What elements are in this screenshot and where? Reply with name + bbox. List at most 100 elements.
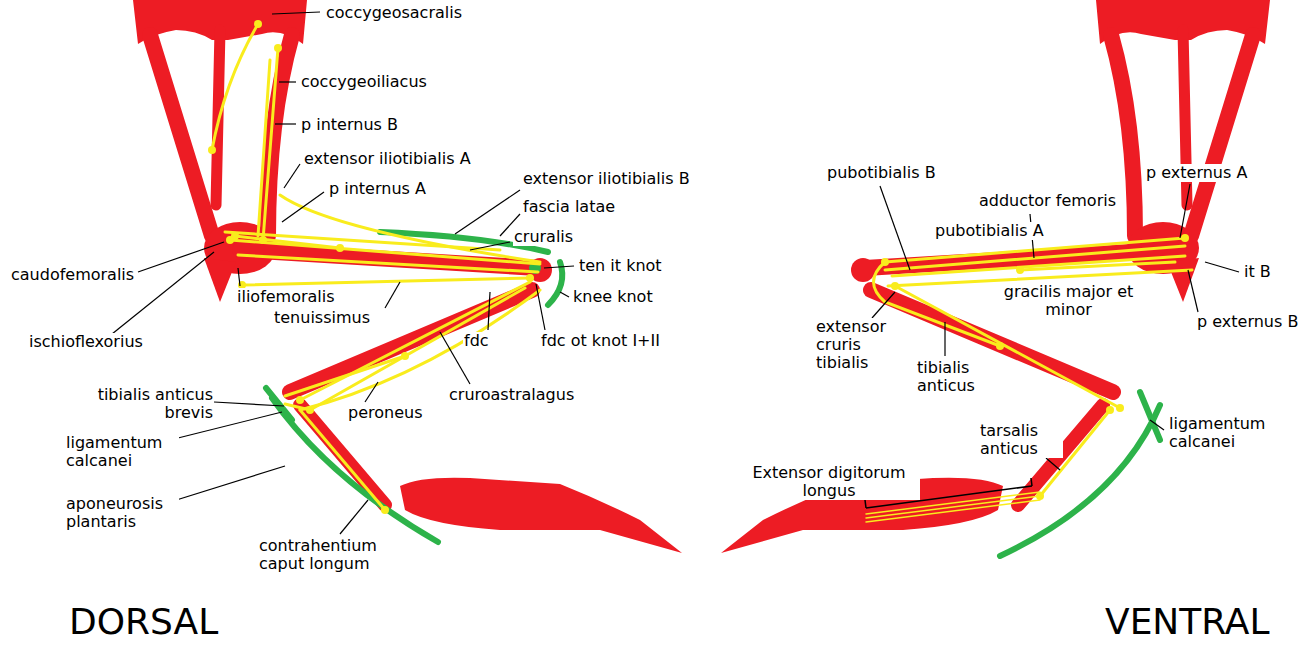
drawing-line (866, 500, 1040, 522)
muscle-label: extensor iliotibialis B (522, 170, 691, 188)
muscle-label: tibialis anticus (916, 359, 998, 395)
muscle-label: p externus A (1145, 164, 1248, 182)
drawing-circle (296, 396, 304, 404)
drawing-line (279, 81, 296, 82)
drawing-line (1046, 458, 1060, 470)
muscle-label: extensor iliotibialis A (303, 150, 472, 168)
drawing-line (170, 466, 285, 502)
drawing-line (340, 500, 368, 534)
muscle-label: knee knot (572, 288, 654, 306)
dorsal-bones (133, 0, 682, 553)
drawing-line (1188, 270, 1198, 312)
drawing-circle (1016, 266, 1024, 274)
drawing-line (300, 410, 385, 510)
muscle-label: ischioflexorius (28, 333, 144, 351)
drawing-circle (381, 506, 389, 514)
muscle-label: Extensor digitorum longus (738, 464, 920, 500)
ventral-bones (721, 0, 1270, 553)
drawing-path (272, 398, 438, 542)
drawing-circle (259, 236, 267, 244)
drawing-line (214, 402, 284, 406)
muscle-label: iliofemoralis (236, 288, 336, 306)
drawing-line (1150, 420, 1164, 430)
drawing-path (212, 24, 258, 150)
drawing-line (242, 278, 530, 285)
muscle-label: coccygeoiliacus (300, 73, 428, 91)
drawing-circle (401, 352, 409, 360)
muscle-label: it B (1243, 263, 1272, 281)
drawing-path (548, 262, 562, 305)
drawing-line (272, 12, 320, 14)
muscle-label: caudofemoralis (10, 266, 135, 284)
drawing-line (944, 322, 945, 356)
muscle-label: tenuissimus (273, 309, 371, 327)
drawing-line (112, 252, 214, 334)
muscle-label: peroneus (347, 404, 423, 422)
drawing-line (238, 268, 240, 286)
drawing-circle (208, 146, 216, 154)
drawing-circle (1181, 234, 1189, 242)
muscle-label: extensor cruris tibialis (815, 318, 902, 372)
muscle-label: pubotibialis A (934, 222, 1045, 240)
muscles (212, 24, 1192, 522)
view-label: VENTRAL (1104, 602, 1271, 642)
drawing-circle (881, 258, 889, 266)
muscle-label: aponeurosis plantaris (65, 495, 179, 531)
leader-lines (112, 12, 1239, 534)
drawing-circle (891, 282, 899, 290)
drawing-line (872, 292, 895, 318)
drawing-circle (1116, 404, 1124, 412)
drawing-circle (996, 342, 1004, 350)
drawing-line (455, 190, 520, 234)
drawing-line (284, 164, 300, 188)
drawing-circle (226, 236, 234, 244)
drawing-line (536, 284, 545, 330)
drawing-circle (526, 274, 534, 282)
drawing-path (280, 195, 540, 262)
muscle-label: adductor femoris (978, 192, 1117, 210)
muscle-label: fdc ot knot I+II (540, 332, 661, 350)
muscle-label: ten it knot (578, 257, 663, 275)
muscle-label: cruroastralagus (448, 386, 575, 404)
drawing-line (385, 282, 400, 308)
drawing-circle (274, 44, 282, 52)
drawing-line (1020, 262, 1175, 270)
drawing-line (225, 232, 500, 250)
drawing-line (488, 292, 490, 330)
drawing-circle (306, 406, 314, 414)
muscle-label: pubotibialis B (826, 164, 937, 182)
drawing-line (1031, 478, 1032, 486)
drawing-line (470, 242, 510, 250)
drawing-line (275, 123, 296, 124)
muscle-label: contrahentium caput longum (258, 537, 420, 573)
muscle-label: gracilis major et minor (1000, 283, 1137, 319)
drawing-circle (1036, 492, 1044, 500)
muscle-label: p internus B (300, 116, 399, 134)
drawing-line (560, 292, 569, 297)
drawing-line (544, 266, 574, 268)
muscle-attachments (208, 20, 1189, 514)
drawing-line (865, 500, 866, 508)
drawing-line (285, 356, 405, 396)
muscle-label: p externus B (1196, 313, 1299, 331)
view-label: DORSAL (68, 602, 219, 642)
drawing-line (282, 192, 324, 222)
drawing-line (880, 186, 910, 270)
drawing-circle (254, 20, 262, 28)
drawing-line (138, 242, 224, 272)
drawing-line (238, 255, 538, 272)
muscle-label: ligamentum calcanei (65, 434, 179, 470)
muscle-label: p internus A (328, 180, 427, 198)
drawing-circle (336, 244, 344, 252)
drawing-line (1180, 184, 1190, 238)
drawing-line (365, 382, 378, 402)
muscle-label: tibialis anticus brevis (72, 386, 214, 422)
muscle-label: tarsalis anticus (979, 422, 1063, 458)
muscle-label: fdc (463, 332, 490, 350)
drawing-line (258, 60, 270, 236)
drawing-circle (1106, 406, 1114, 414)
muscle-label: ligamentum calcanei (1168, 415, 1282, 451)
drawing-line (1205, 262, 1239, 272)
muscle-label: cruralis (513, 228, 574, 246)
muscle-label: fascia latae (522, 198, 616, 216)
